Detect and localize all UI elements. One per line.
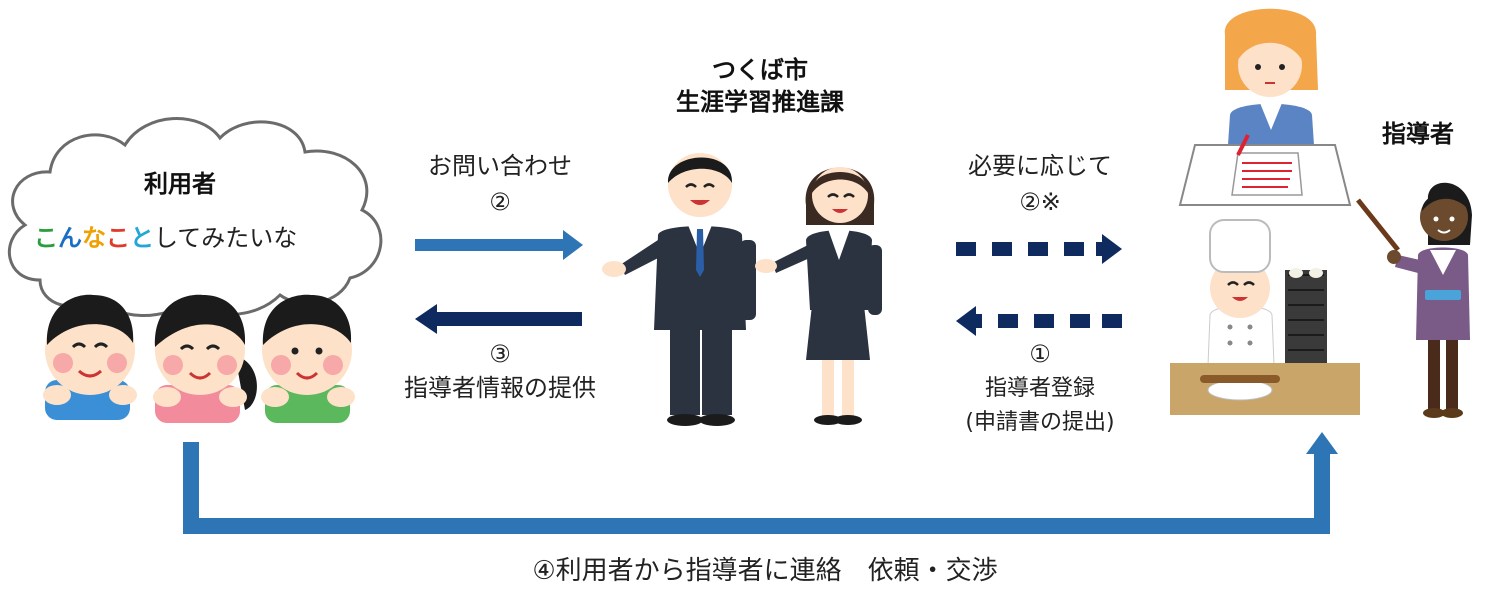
register-sub-label: (申請書の提出) — [965, 410, 1115, 435]
instructor-teacher-icon — [1356, 182, 1472, 418]
contact-label: ④利用者から指導者に連絡 依頼・交渉 — [532, 556, 998, 586]
instructor-chef-icon — [1170, 219, 1360, 415]
users-children-illustration — [35, 285, 365, 425]
wish-char: な — [82, 224, 106, 252]
staff-woman-icon — [755, 167, 882, 425]
users-title: 利用者 — [144, 170, 216, 198]
wish-rest: してみたいな — [154, 224, 298, 252]
asneeded-label: 必要に応じて — [968, 152, 1112, 180]
office-title-line2: 生涯学習推進課 — [676, 88, 844, 116]
inquiry-label: お問い合わせ — [428, 152, 572, 180]
inquiry-step-number: ② — [489, 188, 511, 216]
wish-char: こ — [106, 224, 130, 252]
instructor-writer-icon — [1178, 8, 1352, 206]
instructors-title: 指導者 — [1382, 120, 1454, 148]
instructors-illustration — [1170, 5, 1490, 425]
info-step-number: ③ — [489, 340, 511, 368]
info-label: 指導者情報の提供 — [404, 374, 596, 402]
wish-colored-chars: こんなこと — [34, 224, 154, 252]
inquiry-arrow — [415, 230, 585, 260]
asneeded-step-number: ②※ — [1019, 188, 1061, 216]
office-title-line1: つくば市 — [712, 56, 808, 84]
info-arrow — [415, 304, 585, 334]
asneeded-dashed-arrow — [956, 234, 1126, 264]
child-boy-icon — [43, 294, 137, 420]
users-wish-text: こんなことしてみたいな — [34, 224, 297, 253]
child-boy-icon — [261, 294, 355, 423]
wish-char: と — [130, 224, 154, 252]
staff-man-icon — [602, 153, 756, 426]
register-step-number: ① — [1029, 340, 1051, 368]
register-dashed-arrow — [956, 306, 1126, 336]
register-label: 指導者登録 — [984, 376, 1095, 401]
contact-arrow — [180, 430, 1350, 540]
wish-char: ん — [58, 224, 82, 252]
child-girl-icon — [153, 294, 257, 423]
office-staff-illustration — [600, 145, 900, 430]
wish-char: こ — [34, 224, 58, 252]
